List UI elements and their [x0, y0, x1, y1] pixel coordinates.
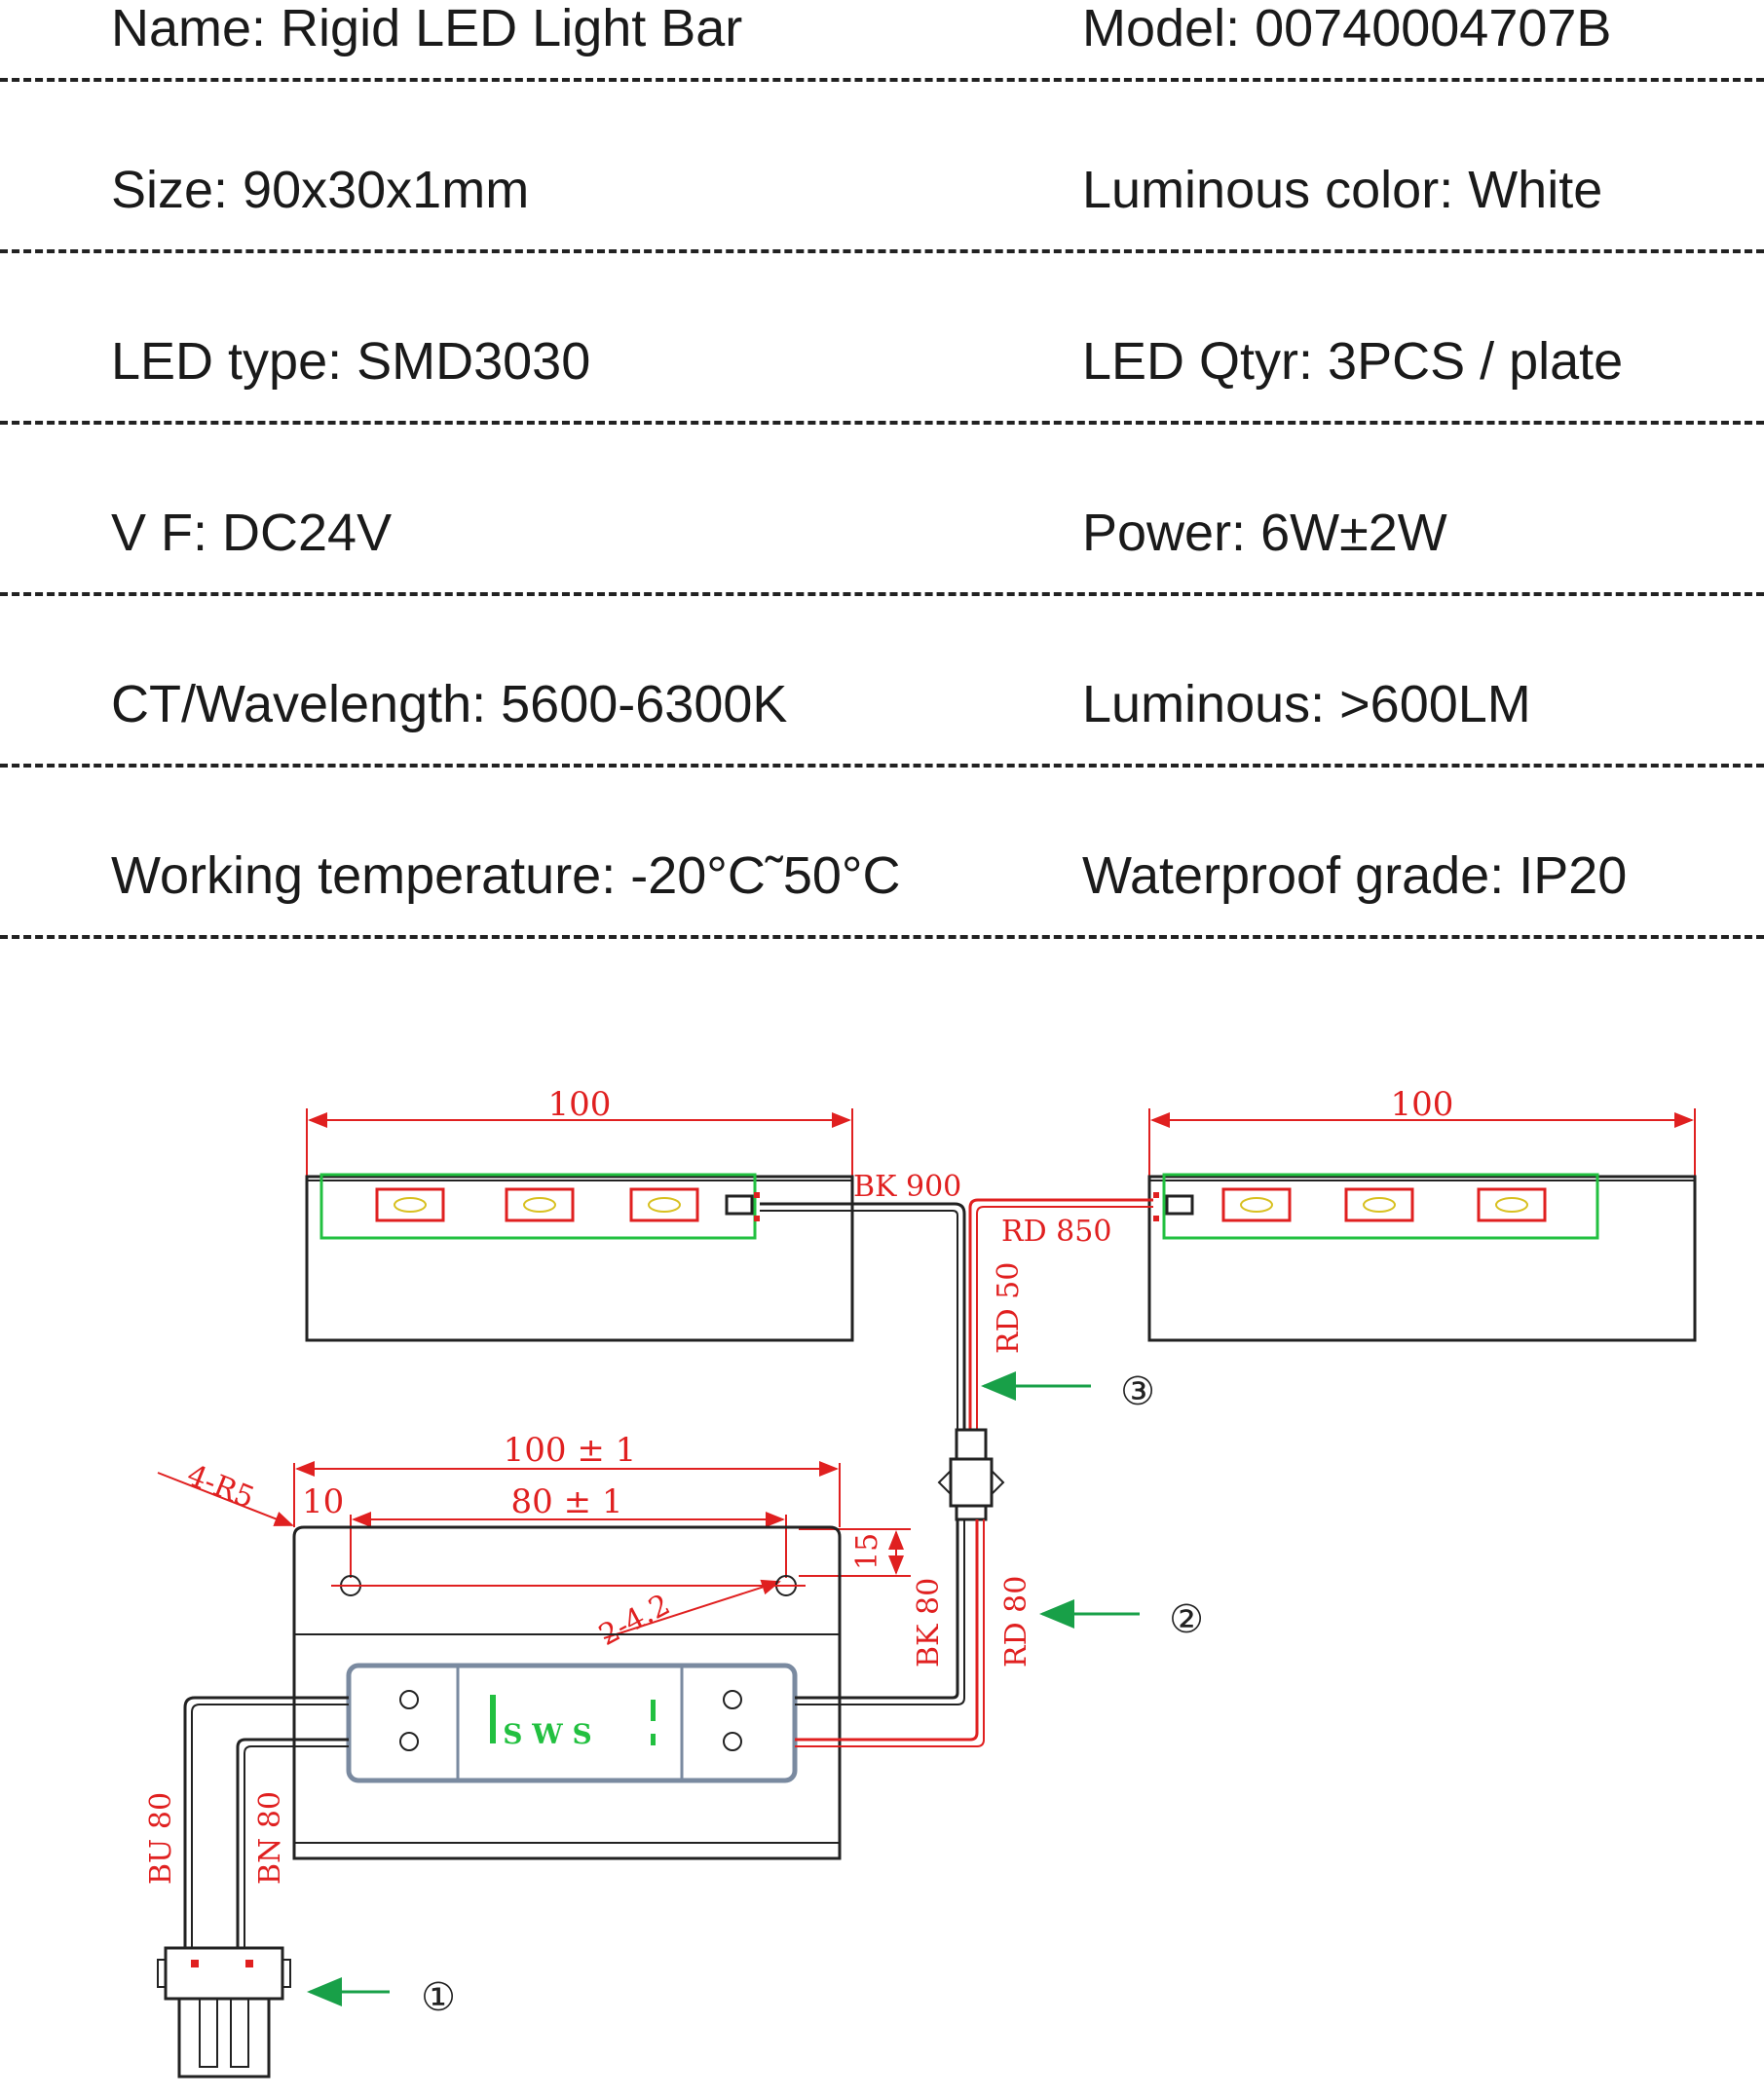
- driver-mounting-plate: [292, 1525, 842, 1860]
- led-chip: [505, 1187, 575, 1222]
- dim-hole-diameter: 2-4.2: [593, 1588, 675, 1653]
- dim-bar-right: 100: [1391, 1085, 1454, 1124]
- spec-row-temp: Working temperature: -20°C˜50°C Waterpro…: [0, 768, 1764, 939]
- bar-interconnect-wires: BK 900 RD 850 RD 50: [760, 1170, 1153, 1430]
- spec-luminous-color: Luminous color: White: [1082, 161, 1603, 219]
- label-bu-80: BU 80: [144, 1792, 178, 1885]
- label-rd-850: RD 850: [1001, 1215, 1111, 1249]
- spec-row-size: Size: 90x30x1mm Luminous color: White: [0, 82, 1764, 253]
- driver-label: S W S: [503, 1718, 591, 1750]
- marker-1: ①: [421, 1975, 456, 2020]
- spec-power: Power: 6W±2W: [1082, 504, 1447, 562]
- callout-2: ②: [1039, 1597, 1204, 1642]
- driver-module: S W S: [346, 1663, 798, 1783]
- spec-ct: CT/Wavelength: 5600-6300K: [111, 675, 788, 733]
- led-chip: [1477, 1187, 1547, 1222]
- spec-size: Size: 90x30x1mm: [111, 161, 530, 219]
- connector-left-bar: [725, 1194, 754, 1216]
- led-chip: [1221, 1187, 1292, 1222]
- inline-connector: [937, 1428, 1005, 1521]
- input-connector: [157, 1946, 291, 2079]
- led-chip: [629, 1187, 699, 1222]
- spec-row-name: Name: Rigid LED Light Bar Model: 0074000…: [0, 0, 1764, 82]
- output-wires: BK 80 RD 80: [795, 1519, 1033, 1747]
- dim-corner-radius: 4-R5: [182, 1458, 259, 1516]
- spec-row-ct: CT/Wavelength: 5600-6300K Luminous: >600…: [0, 596, 1764, 768]
- led-chip: [375, 1187, 445, 1222]
- spec-row-voltage: V F: DC24V Power: 6W±2W: [0, 425, 1764, 596]
- dim-offset: 10: [302, 1482, 344, 1521]
- spec-table: Name: Rigid LED Light Bar Model: 0074000…: [0, 0, 1764, 939]
- spec-waterproof: Waterproof grade: IP20: [1082, 846, 1628, 905]
- dim-driver-total: 100 ± 1: [504, 1431, 637, 1470]
- light-bar-left: 100: [305, 1085, 854, 1342]
- spec-led-qty: LED Qtyr: 3PCS / plate: [1082, 332, 1624, 391]
- input-wires: BU 80 BN 80: [144, 1696, 349, 1948]
- connector-right-bar: [1165, 1194, 1194, 1216]
- callout-3: ③: [981, 1369, 1155, 1414]
- label-bn-80: BN 80: [253, 1791, 287, 1885]
- spec-led-type: LED type: SMD3030: [111, 332, 591, 391]
- label-rd-80: RD 80: [999, 1576, 1033, 1667]
- spec-luminous: Luminous: >600LM: [1082, 675, 1531, 733]
- led-chip: [1344, 1187, 1414, 1222]
- marker-2: ②: [1169, 1597, 1204, 1642]
- callout-1: ①: [307, 1975, 456, 2020]
- driver-dimensions: 100 ± 1 80 ± 1 10 4-R5 15 2-4.2: [157, 1431, 911, 1653]
- wiring-diagram: 100 100: [144, 1085, 1697, 2079]
- marker-3: ③: [1120, 1369, 1155, 1414]
- spec-name: Name: Rigid LED Light Bar: [111, 0, 743, 57]
- dim-holes: 80 ± 1: [511, 1482, 623, 1521]
- dim-hole-height: 15: [850, 1533, 884, 1570]
- spec-voltage: V F: DC24V: [111, 504, 393, 562]
- spec-row-led: LED type: SMD3030 LED Qtyr: 3PCS / plate: [0, 253, 1764, 425]
- spec-model: Model: 00740004707B: [1082, 0, 1612, 57]
- label-bk-900: BK 900: [853, 1170, 961, 1204]
- spec-working-temp: Working temperature: -20°C˜50°C: [111, 846, 901, 905]
- dim-bar-left: 100: [548, 1085, 612, 1124]
- label-bk-80: BK 80: [912, 1578, 946, 1667]
- label-rd-50: RD 50: [992, 1262, 1026, 1354]
- light-bar-right: 100: [1147, 1085, 1697, 1342]
